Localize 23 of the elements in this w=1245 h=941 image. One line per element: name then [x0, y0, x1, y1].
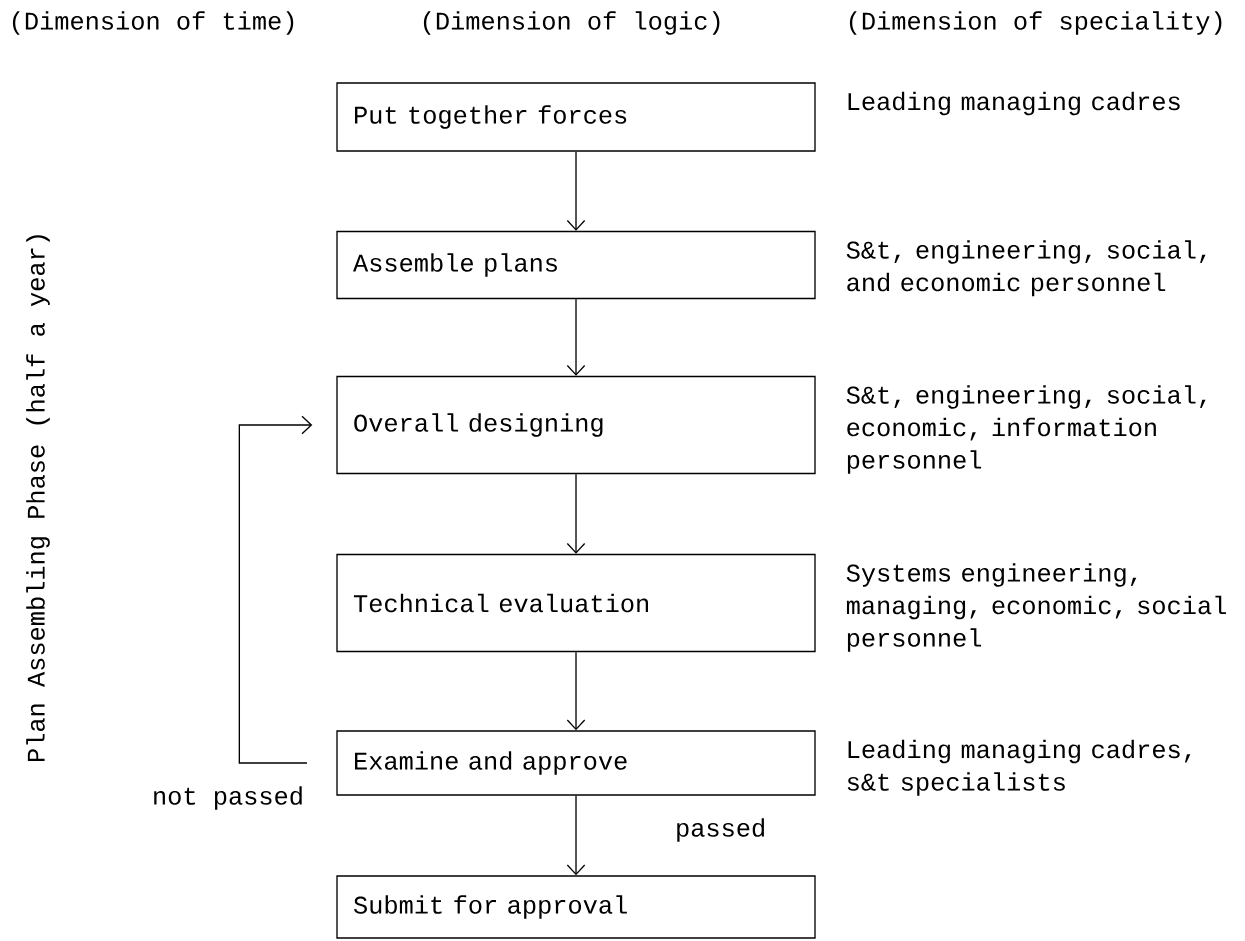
role-text: Leading managing cadres — [848, 91, 1180, 116]
phase-label: Plan Assembling Phase (half a year) — [26, 235, 50, 762]
arrow — [566, 795, 586, 876]
column-heading: (Dimension of speciality) — [849, 11, 1222, 35]
process-box: Put together forces — [336, 82, 816, 152]
arrow — [566, 298, 586, 376]
process-box: Examine and approve — [336, 730, 816, 796]
process-box: Assemble plans — [336, 230, 816, 300]
arrow — [566, 151, 586, 231]
process-box: Overall designing — [336, 375, 816, 475]
role-text: Systems engineering, managing, economic, social personnel — [846, 563, 1226, 652]
edge-label: not passed — [150, 784, 306, 812]
role-text: S&t, engineering, social, and economic personnel — [846, 240, 1206, 297]
role-text: S&t, engineering, social, economic, information personnel — [846, 385, 1206, 474]
arrow — [566, 651, 586, 731]
arrow — [238, 415, 313, 764]
role-text: Leading managing cadres, s&t specialists — [847, 739, 1191, 796]
arrow — [566, 473, 586, 554]
process-box: Submit for approval — [336, 875, 816, 939]
column-heading: (Dimension of time) — [12, 11, 294, 35]
edge-label: passed — [673, 816, 768, 844]
column-heading: (Dimension of logic) — [423, 11, 720, 35]
process-box: Technical evaluation — [336, 553, 816, 653]
